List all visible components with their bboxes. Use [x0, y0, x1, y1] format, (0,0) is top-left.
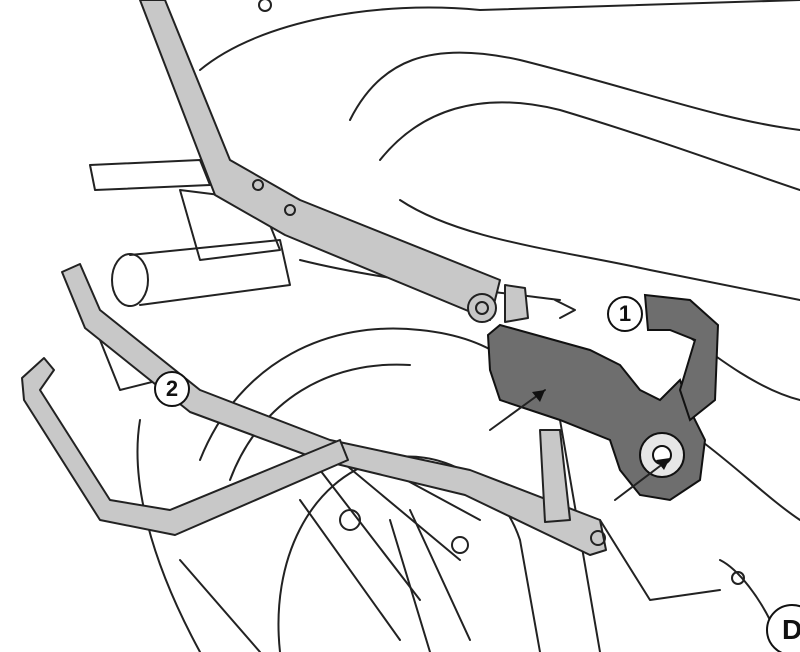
callout-part-2: 2 [154, 371, 190, 407]
bracket-part-1 [486, 293, 720, 502]
side-frame-tube-2 [21, 263, 607, 556]
upper-rack-tube [139, 0, 529, 323]
callout-part-1: 1 [607, 296, 643, 332]
callout-detail-d: D [766, 604, 800, 652]
